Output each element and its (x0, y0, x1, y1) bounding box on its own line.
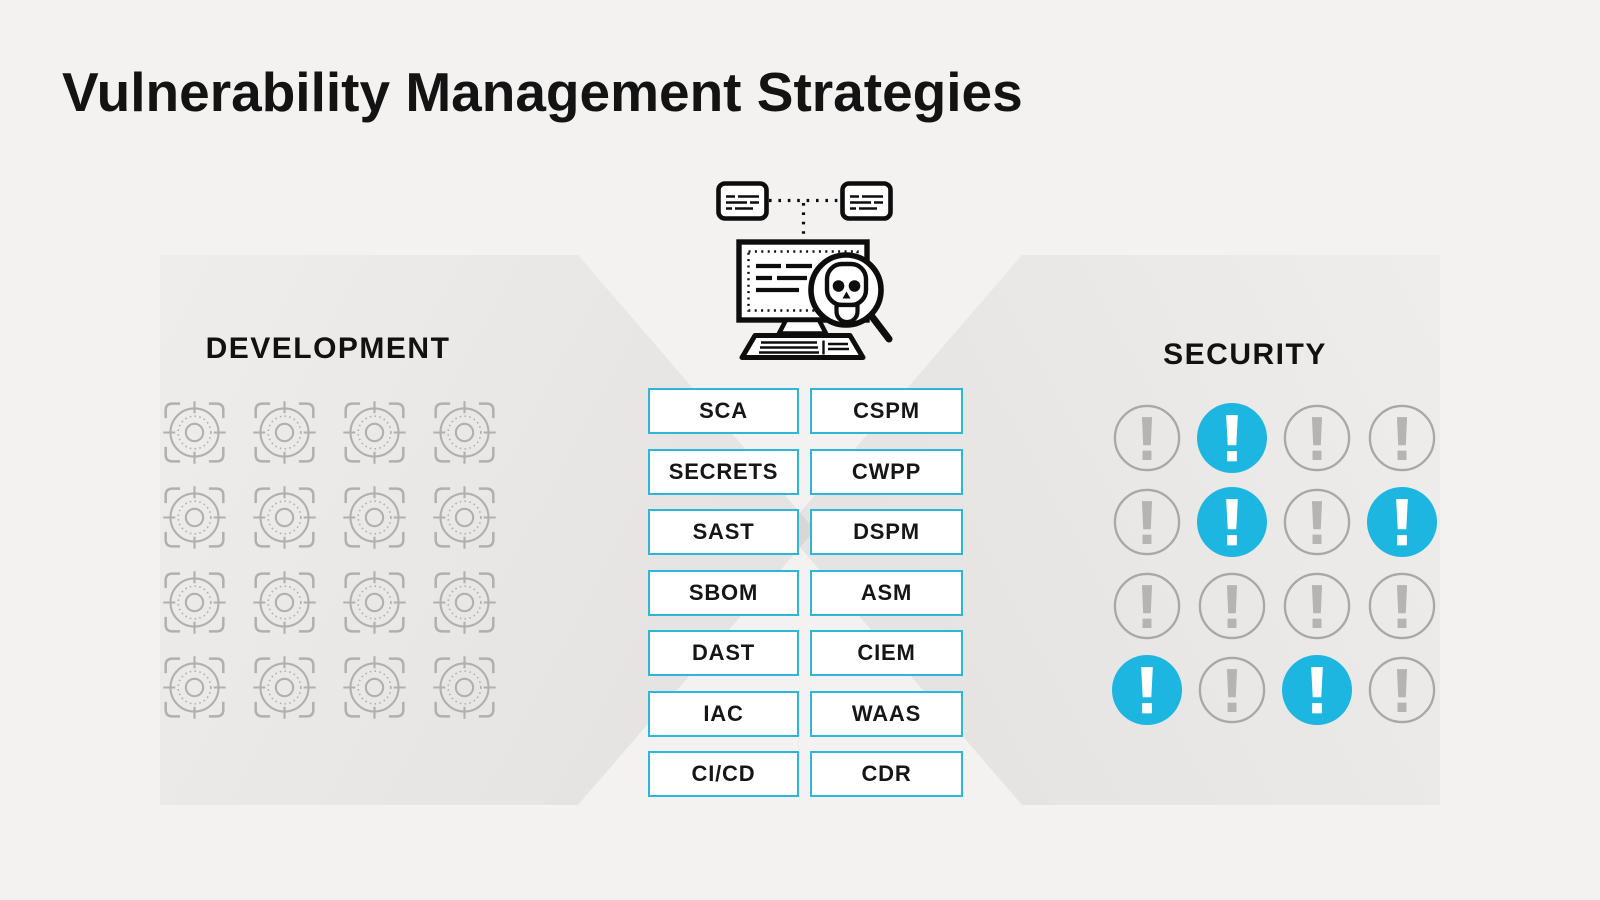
tool-box-asm: ASM (810, 569, 963, 616)
tool-box-sast: SAST (648, 509, 799, 555)
target-scope-icon (428, 396, 501, 469)
development-target-grid (158, 396, 501, 724)
tool-box-ciem: CIEM (810, 630, 963, 676)
alert-circle-outline-icon (1367, 571, 1437, 641)
alert-circle-outline-icon (1112, 487, 1182, 557)
alert-circle-outline-icon (1112, 571, 1182, 641)
alert-circle-outline-icon (1282, 403, 1352, 473)
security-alert-grid (1112, 403, 1437, 725)
target-scope-icon (428, 566, 501, 639)
alert-circle-outline-icon (1197, 655, 1267, 725)
magnifier-skull-icon (808, 252, 893, 343)
target-scope-icon (338, 566, 411, 639)
target-scope-icon (158, 396, 231, 469)
tool-box-sbom: SBOM (648, 569, 799, 616)
dotted-connector (769, 198, 841, 240)
target-scope-icon (158, 481, 231, 554)
target-scope-icon (338, 396, 411, 469)
alert-circle-filled-icon (1282, 655, 1352, 725)
alert-circle-outline-icon (1197, 571, 1267, 641)
tool-box-dspm: DSPM (810, 509, 963, 555)
tool-box-waas: WAAS (810, 690, 963, 737)
target-scope-icon (158, 566, 231, 639)
development-label: DEVELOPMENT (205, 332, 451, 365)
target-scope-icon (248, 481, 321, 554)
malware-scan-illustration (716, 181, 893, 360)
tool-box-secrets: SECRETS (648, 448, 799, 495)
monitor-stand (775, 317, 830, 336)
tool-box-cdr: CDR (810, 751, 963, 797)
tool-box-dast: DAST (648, 630, 799, 676)
tool-box-ci-cd: CI/CD (648, 751, 799, 797)
alert-circle-filled-icon (1197, 403, 1267, 473)
security-label: SECURITY (1163, 338, 1327, 371)
code-card-icon (840, 181, 893, 221)
target-scope-icon (248, 566, 321, 639)
target-scope-icon (248, 396, 321, 469)
alert-circle-outline-icon (1367, 655, 1437, 725)
alert-circle-filled-icon (1112, 655, 1182, 725)
alert-circle-outline-icon (1112, 403, 1182, 473)
target-scope-icon (428, 651, 501, 724)
target-scope-icon (338, 481, 411, 554)
target-scope-icon (248, 651, 321, 724)
target-scope-icon (428, 481, 501, 554)
alert-circle-outline-icon (1367, 403, 1437, 473)
code-card-icon (716, 181, 769, 221)
keyboard-icon (739, 333, 866, 360)
tool-box-cwpp: CWPP (810, 448, 963, 495)
alert-circle-filled-icon (1367, 487, 1437, 557)
alert-circle-filled-icon (1197, 487, 1267, 557)
alert-circle-outline-icon (1282, 571, 1352, 641)
alert-circle-outline-icon (1282, 487, 1352, 557)
target-scope-icon (158, 651, 231, 724)
tool-box-cspm: CSPM (810, 388, 963, 434)
target-scope-icon (338, 651, 411, 724)
page-title: Vulnerability Management Strategies (62, 61, 1023, 123)
tool-box-sca: SCA (648, 388, 799, 434)
tool-box-iac: IAC (648, 690, 799, 737)
